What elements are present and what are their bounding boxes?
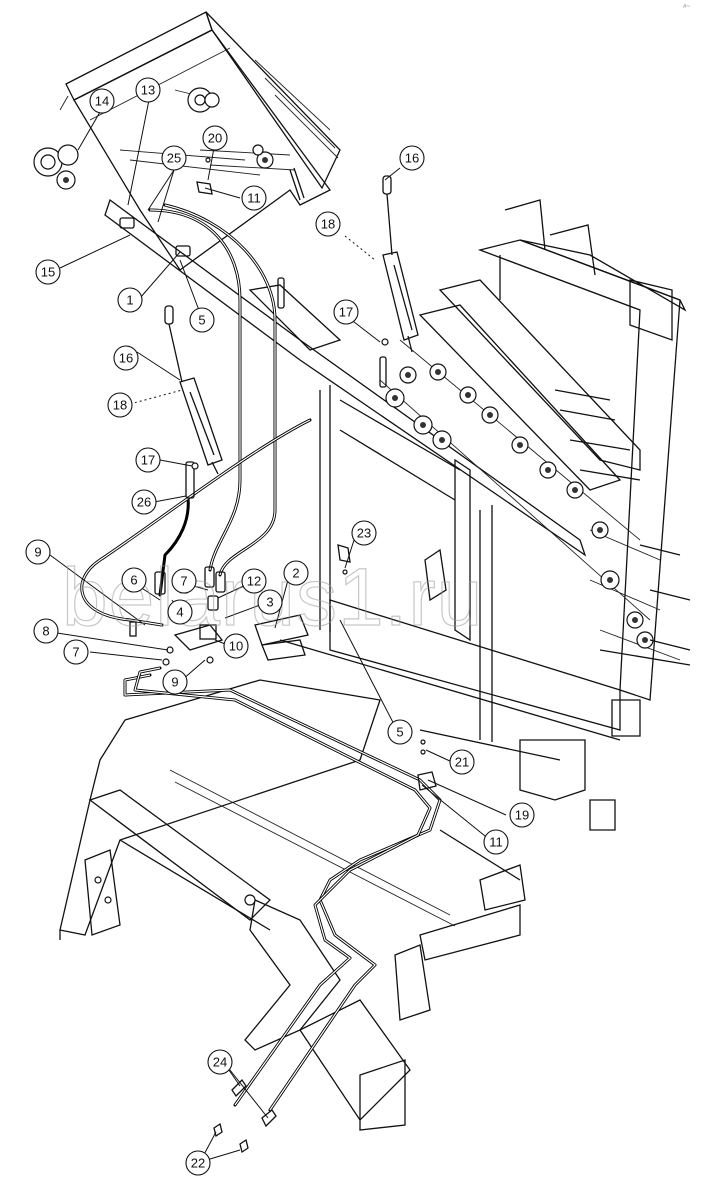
corner-mark: #~ <box>683 4 690 10</box>
svg-text:19: 19 <box>515 808 529 823</box>
svg-text:14: 14 <box>95 94 109 109</box>
svg-text:9: 9 <box>171 675 178 690</box>
svg-text:17: 17 <box>339 305 353 320</box>
svg-text:17: 17 <box>141 453 155 468</box>
svg-text:4: 4 <box>176 605 183 620</box>
svg-text:3: 3 <box>266 595 273 610</box>
callout-5b: 5 <box>387 719 413 745</box>
svg-text:23: 23 <box>357 526 371 541</box>
hydraulic-cylinder-lower <box>164 305 223 475</box>
svg-text:12: 12 <box>247 574 261 589</box>
callout-7a: 7 <box>171 568 197 594</box>
feeder-housing <box>379 199 691 737</box>
callout-17a: 17 <box>333 299 359 325</box>
callout-23: 23 <box>351 520 377 546</box>
svg-text:16: 16 <box>119 351 133 366</box>
svg-text:5: 5 <box>396 725 403 740</box>
callout-21: 21 <box>449 749 475 775</box>
svg-text:16: 16 <box>405 151 419 166</box>
callout-26: 26 <box>131 489 157 515</box>
callout-4: 4 <box>167 599 193 625</box>
svg-text:22: 22 <box>191 1156 205 1171</box>
hydraulic-cylinder-upper <box>382 175 419 353</box>
drive-gearbox <box>33 87 305 201</box>
svg-text:24: 24 <box>213 1055 227 1070</box>
svg-text:7: 7 <box>180 574 187 589</box>
svg-text:15: 15 <box>41 265 55 280</box>
callout-9a: 9 <box>25 539 51 565</box>
callout-2: 2 <box>283 560 309 586</box>
svg-text:10: 10 <box>229 639 243 654</box>
svg-text:26: 26 <box>137 495 151 510</box>
callout-16a: 16 <box>399 145 425 171</box>
callout-1: 1 <box>117 287 143 313</box>
callout-24: 24 <box>207 1049 233 1075</box>
callout-14: 14 <box>89 88 115 114</box>
callout-9b: 9 <box>162 669 188 695</box>
svg-text:20: 20 <box>208 131 222 146</box>
callout-25: 25 <box>161 145 187 171</box>
hydraulic-hoses <box>80 203 442 1112</box>
svg-text:6: 6 <box>130 573 137 588</box>
svg-text:8: 8 <box>42 624 49 639</box>
callout-5a: 5 <box>189 307 215 333</box>
callout-6: 6 <box>121 567 147 593</box>
callout-12: 12 <box>241 568 267 594</box>
callout-11a: 11 <box>241 185 267 211</box>
idler-rollers <box>385 363 691 651</box>
svg-text:9: 9 <box>34 545 41 560</box>
callout-8: 8 <box>33 618 59 644</box>
callout-3: 3 <box>257 589 283 615</box>
fittings <box>119 157 447 1154</box>
callout-15: 15 <box>35 259 61 285</box>
callout-18b: 18 <box>107 392 133 418</box>
callout-20: 20 <box>202 125 228 151</box>
callout-17b: 17 <box>135 447 161 473</box>
callout-13: 13 <box>135 77 161 103</box>
svg-text:2: 2 <box>292 566 299 581</box>
svg-text:21: 21 <box>455 755 469 770</box>
lower-hitch-frame <box>59 679 616 1131</box>
main-frame <box>104 198 621 761</box>
svg-text:11: 11 <box>247 191 261 206</box>
callout-11b: 11 <box>483 829 509 855</box>
callout-19: 19 <box>509 802 535 828</box>
svg-text:25: 25 <box>167 151 181 166</box>
svg-text:11: 11 <box>489 835 503 850</box>
svg-text:13: 13 <box>141 83 155 98</box>
svg-text:18: 18 <box>321 217 335 232</box>
callout-18a: 18 <box>315 211 341 237</box>
callout-22: 22 <box>185 1150 211 1176</box>
svg-text:7: 7 <box>72 645 79 660</box>
callout-10: 10 <box>223 633 249 659</box>
svg-text:18: 18 <box>113 398 127 413</box>
callout-16b: 16 <box>113 345 139 371</box>
callout-7b: 7 <box>63 639 89 665</box>
upper-conveyor-chute <box>59 11 341 271</box>
svg-text:5: 5 <box>198 313 205 328</box>
svg-text:1: 1 <box>126 293 133 308</box>
